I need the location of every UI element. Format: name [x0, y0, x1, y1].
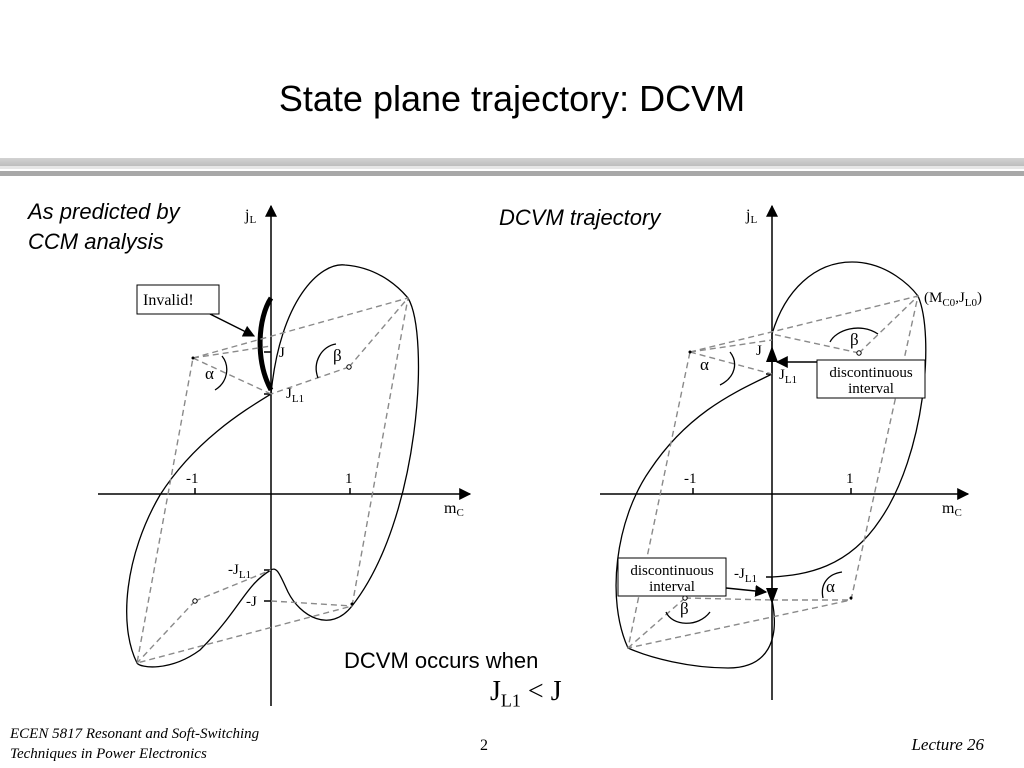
left-center-lower — [192, 598, 198, 604]
right-trajectory-curve — [615, 261, 927, 669]
disc-bot-arrow — [725, 584, 768, 597]
right-beta-bottom: β — [680, 599, 689, 618]
left-label-J: J — [279, 345, 285, 361]
disc-top-line1: discontinuous — [829, 365, 912, 381]
lecture-label: Lecture 26 — [911, 735, 984, 754]
left-beta-label: β — [333, 346, 342, 365]
left-label-JL1: JL1 — [286, 386, 304, 405]
invalid-box — [136, 284, 220, 315]
right-y-axis-label: jL — [745, 207, 757, 226]
course-footer: ECEN 5817 Resonant and Soft-Switching Te… — [10, 724, 259, 764]
left-tick-minus1: -1 — [186, 471, 199, 487]
caption-left-line1: As predicted by — [28, 199, 180, 224]
left-dashed-rectangle — [136, 297, 409, 664]
title-rule-dark — [0, 171, 1024, 176]
right-alpha-bottom: α — [826, 577, 835, 596]
slide-title: State plane trajectory: DCVM — [278, 78, 746, 119]
disc-top-line2: interval — [848, 381, 894, 397]
left-center-upper — [346, 364, 352, 370]
invalid-arrow — [209, 313, 256, 337]
right-label-J: J — [756, 343, 762, 359]
right-beta-top: β — [850, 330, 859, 349]
left-trajectory-curve — [126, 264, 420, 668]
title-rule — [0, 158, 1024, 166]
right-arrowhead-top — [766, 346, 778, 362]
course-line1: ECEN 5817 Resonant and Soft-Switching — [10, 726, 260, 742]
course-line2: Techniques in Power Electronics — [10, 746, 207, 762]
disc-bot-line2: interval — [649, 579, 695, 595]
left-x-axis-label: mC — [444, 500, 464, 519]
right-x-axis-label: mC — [942, 500, 962, 519]
right-tick-minus1: -1 — [684, 471, 697, 487]
right-point-label: (MC0,JL0) — [924, 290, 982, 309]
left-label-negJL1: -JL1 — [228, 562, 251, 581]
dcvm-condition: JL1 < J — [490, 676, 562, 711]
right-center-upper — [856, 350, 862, 356]
invalid-segment — [257, 296, 274, 392]
disc-bot-box — [617, 557, 727, 597]
left-state-plane: Invalid! jL mC -1 1 J JL1 -JL1 -J α β — [98, 204, 472, 706]
right-label-negJL1: -JL1 — [734, 566, 757, 585]
left-label-negJ: -J — [246, 594, 257, 610]
caption-left: As predicted by CCM analysis — [28, 197, 180, 257]
right-state-plane: discontinuous interval discontinuous int… — [600, 204, 982, 700]
left-tick-1: 1 — [345, 471, 353, 487]
disc-bot-line1: discontinuous — [630, 563, 713, 579]
caption-right: DCVM trajectory — [499, 205, 661, 230]
page-number: 2 — [480, 737, 488, 754]
dcvm-note: DCVM occurs when — [344, 648, 539, 673]
right-tick-1: 1 — [846, 471, 854, 487]
title-rule-light — [0, 166, 1024, 169]
right-arrowhead-bottom — [766, 588, 778, 604]
disc-top-box — [816, 359, 926, 399]
right-label-JL1: JL1 — [779, 367, 797, 386]
left-alpha-label: α — [205, 364, 214, 383]
right-alpha-top: α — [700, 355, 709, 374]
left-y-axis-label: jL — [244, 207, 256, 226]
invalid-label: Invalid! — [143, 292, 194, 309]
right-dashed-rectangle — [627, 295, 919, 649]
caption-left-line2: CCM analysis — [28, 229, 164, 254]
